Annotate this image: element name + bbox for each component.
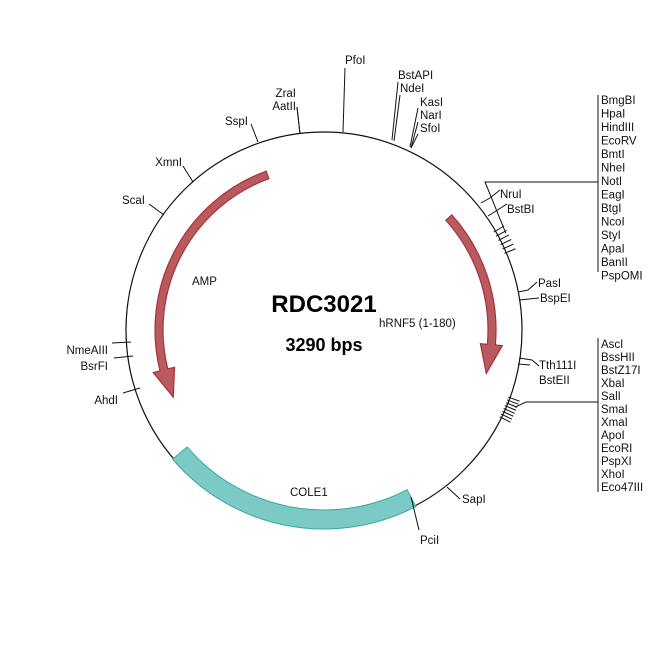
cluster2-site-label: XhoI bbox=[601, 469, 625, 481]
site-tick-sapi bbox=[446, 486, 461, 500]
site-label-bspei: BspEI bbox=[540, 293, 571, 305]
cluster2-leader bbox=[514, 401, 598, 408]
cluster2-site-label: SmaI bbox=[601, 404, 628, 416]
cluster2-tick bbox=[500, 413, 513, 420]
amp-arrow bbox=[152, 170, 270, 399]
site-tick-scai bbox=[148, 203, 165, 216]
site-label-bstbi: BstBI bbox=[507, 204, 534, 216]
site-label-aatii: AatII bbox=[272, 101, 296, 113]
site-label-sfoi: SfoI bbox=[420, 123, 440, 135]
hrnf5-label: hRNF5 (1-180) bbox=[379, 318, 456, 330]
plasmid-name: RDC3021 bbox=[271, 291, 376, 318]
cluster2-site-label: BssHII bbox=[601, 352, 635, 364]
site-tick-nrui bbox=[480, 189, 501, 204]
cluster2-site-label: PspXI bbox=[601, 456, 632, 468]
site-ticks bbox=[111, 67, 599, 531]
cluster1-site-label: EcoRV bbox=[601, 136, 637, 148]
cluster2-site-label: EcoRI bbox=[601, 443, 632, 455]
site-label-xmni: XmnI bbox=[155, 157, 182, 169]
cluster2-site-label: SalI bbox=[601, 391, 621, 403]
cluster1-site-label: PspOMI bbox=[601, 271, 643, 283]
site-label-sapi: SapI bbox=[462, 494, 486, 506]
site-tick-pcii bbox=[410, 496, 420, 531]
site-label-ndei: NdeI bbox=[400, 83, 424, 95]
cluster1-site-label: StyI bbox=[601, 230, 621, 242]
cluster1-tick bbox=[500, 239, 512, 246]
site-tick-pfoi bbox=[342, 67, 346, 133]
cluster1-site-label: NcoI bbox=[601, 217, 625, 229]
cluster2-site-label: Eco47III bbox=[601, 482, 643, 494]
site-label-bsrfi: BsrFI bbox=[81, 361, 108, 373]
site-tick-bstapi bbox=[391, 81, 399, 141]
site-label-zrai: ZraI bbox=[276, 88, 296, 100]
cluster2-tick bbox=[508, 396, 520, 402]
site-tick-ndei bbox=[393, 94, 401, 142]
cluster1-site-label: NheI bbox=[601, 163, 625, 175]
site-tick-kasi bbox=[409, 107, 419, 148]
cluster1-site-label: BmtI bbox=[601, 149, 625, 161]
cluster1-site-label: BmgBI bbox=[601, 95, 636, 107]
site-label-scai: ScaI bbox=[122, 195, 145, 207]
cluster1-tick bbox=[504, 248, 516, 254]
cole1-label: COLE1 bbox=[290, 487, 328, 499]
site-label-nmeaiii: NmeAIII bbox=[66, 345, 108, 357]
site-label-tth111i: Tth111I bbox=[539, 360, 576, 372]
cluster1-site-label: NotI bbox=[601, 176, 622, 188]
cluster1-leader bbox=[484, 181, 598, 234]
cole1-feature bbox=[171, 446, 417, 530]
cluster2-tick bbox=[503, 408, 515, 414]
site-tick-bstbi bbox=[487, 203, 508, 217]
site-tick-sfoi bbox=[410, 133, 419, 149]
cluster2-site-label: XmaI bbox=[601, 417, 628, 429]
cluster1-site-label: BanII bbox=[601, 257, 628, 269]
site-tick-aatii bbox=[296, 106, 301, 135]
site-tick-bspei bbox=[518, 297, 540, 301]
cluster2-tick bbox=[499, 416, 511, 423]
site-tick-nmeaiii bbox=[111, 341, 132, 344]
site-label-bsteii: BstEII bbox=[539, 375, 570, 387]
hrnf5-arrow bbox=[445, 214, 504, 376]
cluster1-tick bbox=[498, 234, 510, 241]
cluster1-site-label: ApaI bbox=[601, 244, 625, 256]
cluster2-site-label: ApoI bbox=[601, 430, 625, 442]
site-tick-tth111i bbox=[518, 357, 540, 367]
cluster1-site-label: EagI bbox=[601, 190, 625, 202]
plasmid-size: 3290 bps bbox=[285, 335, 362, 355]
cluster1-site-label: HpaI bbox=[601, 109, 625, 121]
site-label-kasi: KasI bbox=[420, 97, 443, 109]
cluster1-tick bbox=[502, 243, 514, 250]
cluster2-tick bbox=[506, 399, 519, 405]
cluster2-site-label: BstZ17I bbox=[601, 365, 641, 377]
cluster2-site-label: XbaI bbox=[601, 378, 625, 390]
cluster2-site-label: AscI bbox=[601, 339, 623, 351]
site-label-ahdi: AhdI bbox=[94, 395, 118, 407]
site-label-sspi: SspI bbox=[225, 116, 248, 128]
cluster2-tick bbox=[504, 405, 517, 411]
site-tick-bsteii bbox=[517, 363, 531, 366]
site-tick-xmni bbox=[182, 165, 194, 183]
site-tick-ahdi bbox=[122, 387, 141, 394]
site-label-bstapi: BstAPI bbox=[398, 70, 433, 82]
site-tick-sspi bbox=[250, 123, 259, 143]
site-tick-bsrfi bbox=[113, 355, 134, 359]
cluster2-tick bbox=[502, 410, 514, 417]
cluster1-site-label: HindIII bbox=[601, 122, 634, 134]
site-label-pcii: PciI bbox=[420, 535, 439, 547]
site-label-pfoi: PfoI bbox=[345, 55, 365, 67]
cluster1-site-label: BtgI bbox=[601, 203, 621, 215]
site-tick-pasi bbox=[517, 281, 538, 293]
site-tick-nari bbox=[410, 121, 419, 149]
cluster1-tick bbox=[493, 225, 505, 233]
site-label-pasi: PasI bbox=[538, 278, 561, 290]
amp-label: AMP bbox=[192, 276, 217, 288]
site-label-nrui: NruI bbox=[500, 189, 522, 201]
site-label-nari: NarI bbox=[420, 110, 442, 122]
